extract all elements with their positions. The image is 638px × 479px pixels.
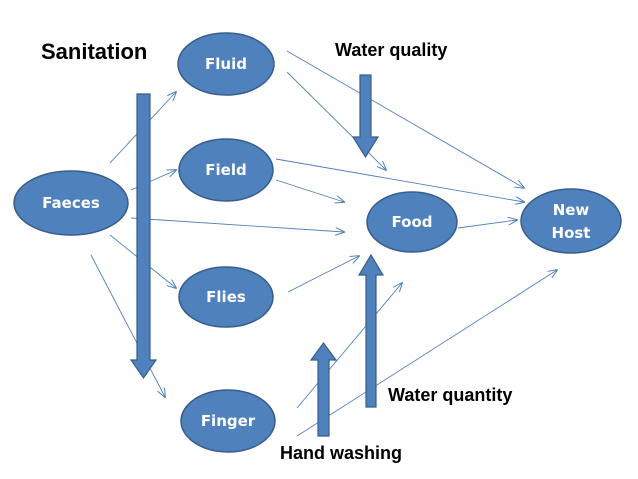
water-quality-label: Water quality bbox=[335, 40, 447, 60]
node-label: Faeces bbox=[42, 194, 100, 212]
link-fluid-newhost bbox=[286, 50, 524, 188]
link-finger-food bbox=[296, 283, 402, 409]
sanitation-label: Sanitation bbox=[41, 39, 147, 64]
water-quantity-arrow bbox=[357, 253, 385, 408]
link-flies-food bbox=[287, 256, 359, 293]
node-label: Finger bbox=[201, 412, 256, 430]
hand-washing-arrow bbox=[309, 341, 338, 437]
node-flies: Flies bbox=[178, 266, 274, 328]
link-faeces-finger bbox=[90, 254, 165, 397]
node-fluid: Fluid bbox=[177, 32, 275, 96]
link-fluid-food bbox=[286, 71, 386, 170]
water-quality-arrow bbox=[351, 74, 380, 159]
node-food: Food bbox=[366, 191, 458, 253]
link-field-food bbox=[275, 179, 344, 202]
hand-washing-label: Hand washing bbox=[280, 443, 402, 463]
link-food-newhost bbox=[457, 220, 517, 229]
node-label: Flies bbox=[206, 288, 246, 306]
transmission-links bbox=[90, 50, 557, 437]
node-field: Field bbox=[178, 138, 274, 202]
link-finger-newhost bbox=[296, 270, 557, 437]
link-field-newhost bbox=[275, 158, 524, 202]
water-quantity-label: Water quantity bbox=[388, 385, 512, 405]
node-label: Fluid bbox=[205, 55, 247, 73]
node-new-host: New Host bbox=[520, 188, 622, 254]
node-faeces: Faeces bbox=[13, 170, 129, 236]
node-label: Food bbox=[392, 213, 433, 231]
barrier-arrows bbox=[129, 74, 385, 437]
node-finger: Finger bbox=[180, 389, 276, 453]
node-label: Field bbox=[205, 161, 246, 179]
node-label-line-2: Host bbox=[552, 224, 591, 242]
link-faeces-food bbox=[130, 217, 344, 232]
sanitation-arrow bbox=[129, 93, 158, 380]
node-label-line-1: New bbox=[553, 201, 590, 219]
